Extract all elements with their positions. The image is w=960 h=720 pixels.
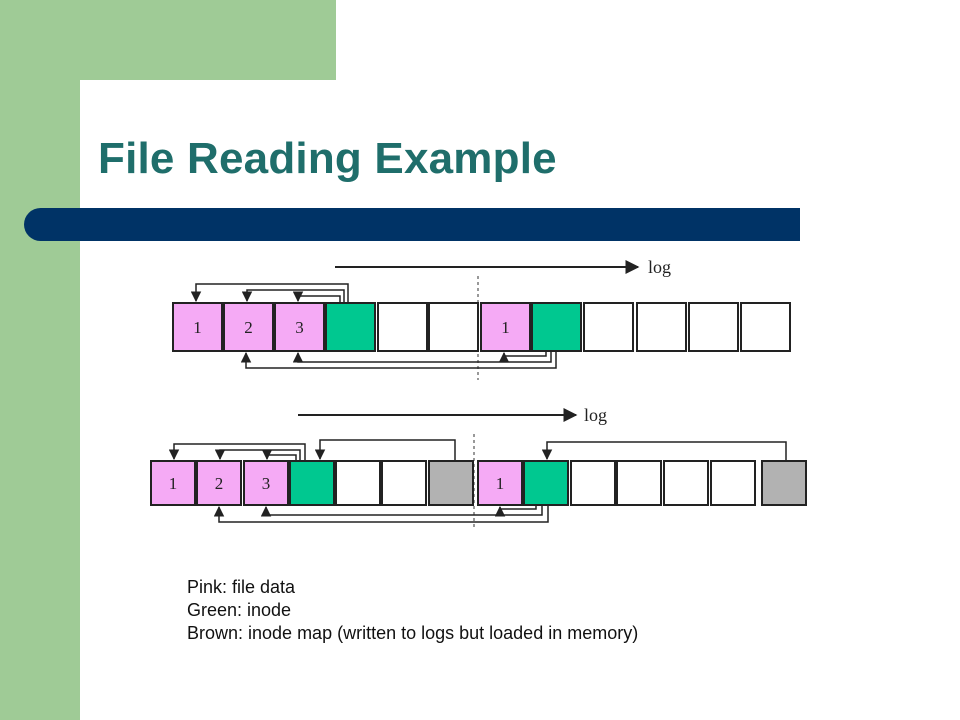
top-block-empty	[583, 302, 634, 352]
top-block-empty	[428, 302, 479, 352]
legend: Pink: file data Green: inode Brown: inod…	[187, 576, 638, 645]
top-block-file-data	[223, 302, 274, 352]
bottom-block-label: 1	[169, 474, 178, 493]
top-block-label: 2	[244, 318, 253, 337]
legend-green: Green: inode	[187, 600, 292, 620]
bottom-block-inode-map	[428, 460, 474, 506]
bottom-block-label: 1	[496, 474, 505, 493]
top-lower-pointers	[240, 351, 557, 369]
bottom-block-label: 3	[262, 474, 271, 493]
bottom-block-empty	[616, 460, 662, 506]
top-block-file-data	[274, 302, 325, 352]
top-block-inode	[325, 302, 376, 352]
bottom-block-empty	[663, 460, 709, 506]
bottom-log-label: log	[584, 405, 607, 425]
bottom-block-file-data	[196, 460, 242, 506]
bottom-block-inode	[523, 460, 569, 506]
legend-brown: Brown: inode map (written to logs but lo…	[187, 623, 639, 643]
bottom-block-file-data	[477, 460, 523, 506]
bottom-block-file-data	[243, 460, 289, 506]
top-block-empty	[377, 302, 428, 352]
bottom-block-file-data	[150, 460, 196, 506]
side-band	[0, 0, 80, 720]
bottom-block-label: 2	[215, 474, 224, 493]
bottom-block-inode-map	[761, 460, 807, 506]
legend-pink: Pink: file data	[187, 577, 296, 597]
top-log-row: log 1 2 3 1	[172, 257, 791, 380]
top-block-inode	[531, 302, 582, 352]
top-block-file-data	[480, 302, 531, 352]
top-block-label: 1	[501, 318, 510, 337]
title-underline-bar	[24, 208, 800, 241]
top-block-file-data	[172, 302, 223, 352]
bottom-log-row: log 1 2 3 1	[150, 405, 807, 530]
slide-title: File Reading Example	[98, 134, 557, 183]
bottom-upper-pointers	[168, 439, 787, 461]
top-upper-pointers	[190, 283, 349, 303]
bottom-block-empty	[335, 460, 381, 506]
top-blocks: 1 2 3 1	[172, 302, 791, 352]
content-panel	[80, 80, 960, 720]
bottom-block-empty	[381, 460, 427, 506]
bottom-lower-pointers	[213, 505, 549, 523]
bottom-block-empty	[570, 460, 616, 506]
top-band	[80, 0, 336, 80]
bottom-block-empty	[710, 460, 756, 506]
top-block-label: 1	[193, 318, 202, 337]
top-block-empty	[740, 302, 791, 352]
top-block-empty	[636, 302, 687, 352]
top-block-label: 3	[295, 318, 304, 337]
bottom-blocks: 1 2 3 1	[150, 460, 807, 506]
top-log-label: log	[648, 257, 671, 277]
bottom-block-inode	[289, 460, 335, 506]
top-block-empty	[688, 302, 739, 352]
